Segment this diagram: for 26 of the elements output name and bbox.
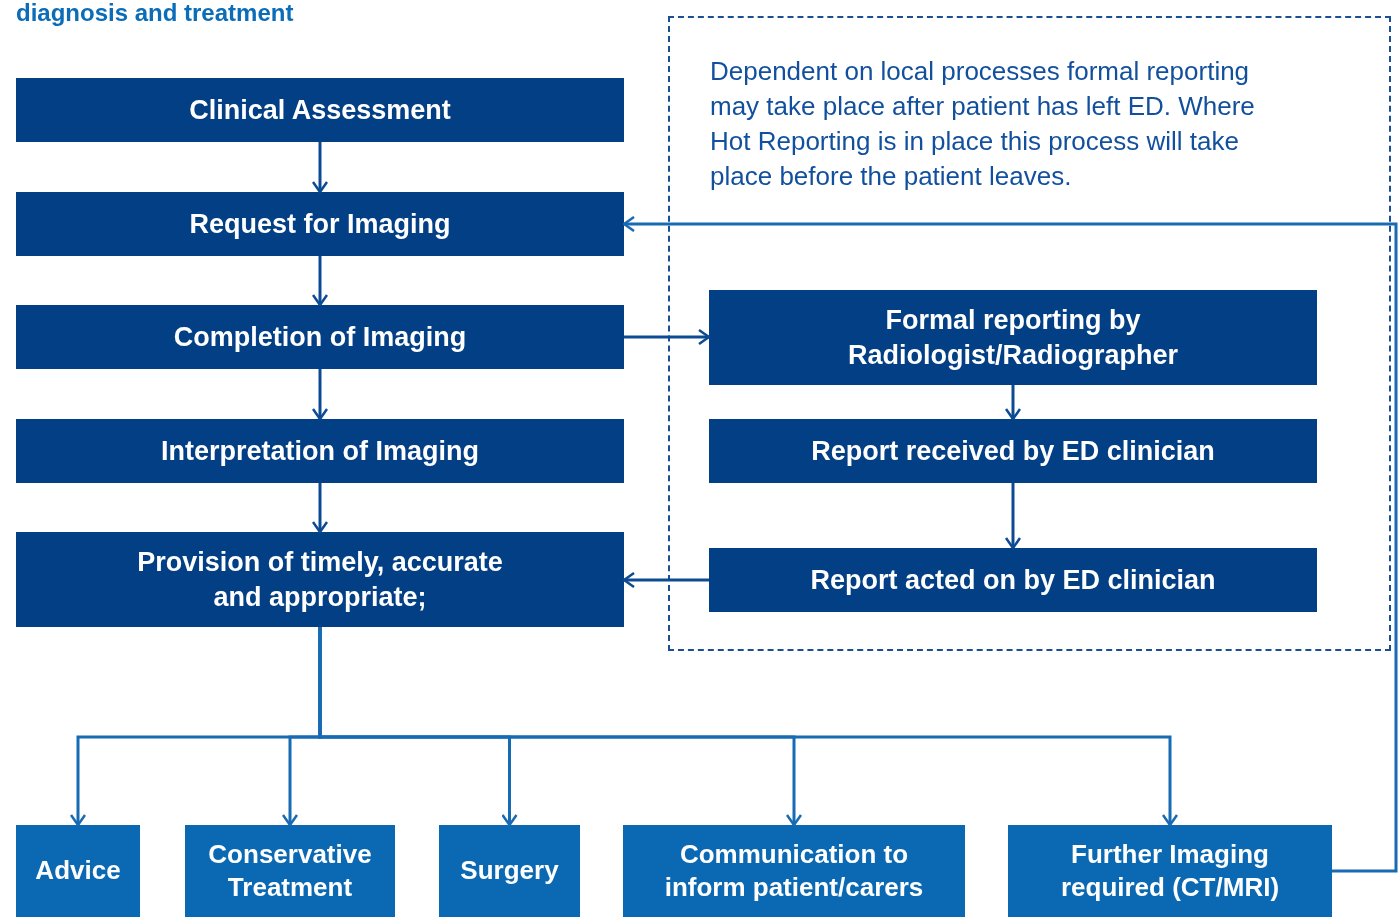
process-box: Report acted on by ED clinician xyxy=(709,548,1317,612)
arrow xyxy=(311,142,329,194)
title: diagnosis and treatment xyxy=(16,0,294,26)
arrow xyxy=(622,571,709,589)
arrow xyxy=(318,627,1179,827)
arrow xyxy=(622,215,1398,873)
note-text: Dependent on local processes formal reporting may take place after patient has left ED. Where Hot Reporting is in place this process will take place before the patient leaves. xyxy=(710,55,1256,193)
arrow xyxy=(311,369,329,421)
outcome-box: Further Imaging required (CT/MRI) xyxy=(1008,825,1332,917)
process-box: Provision of timely, accurate and appropriate; xyxy=(16,532,624,627)
process-box: Request for Imaging xyxy=(16,192,624,256)
process-box: Completion of Imaging xyxy=(16,305,624,369)
outcome-box: Conservative Treatment xyxy=(185,825,395,917)
process-box: Report received by ED clinician xyxy=(709,419,1317,483)
outcome-box: Surgery xyxy=(439,825,580,917)
arrow xyxy=(311,483,329,534)
arrow xyxy=(311,256,329,307)
process-box: Clinical Assessment xyxy=(16,78,624,142)
outcome-box: Advice xyxy=(16,825,140,917)
process-box: Interpretation of Imaging xyxy=(16,419,624,483)
dashed-group-box xyxy=(668,16,1391,651)
arrow xyxy=(1004,483,1022,550)
arrow xyxy=(1004,385,1022,421)
outcome-box: Communication to inform patient/carers xyxy=(623,825,965,917)
process-box: Formal reporting by Radiologist/Radiographer xyxy=(709,290,1317,385)
arrow xyxy=(624,328,711,346)
